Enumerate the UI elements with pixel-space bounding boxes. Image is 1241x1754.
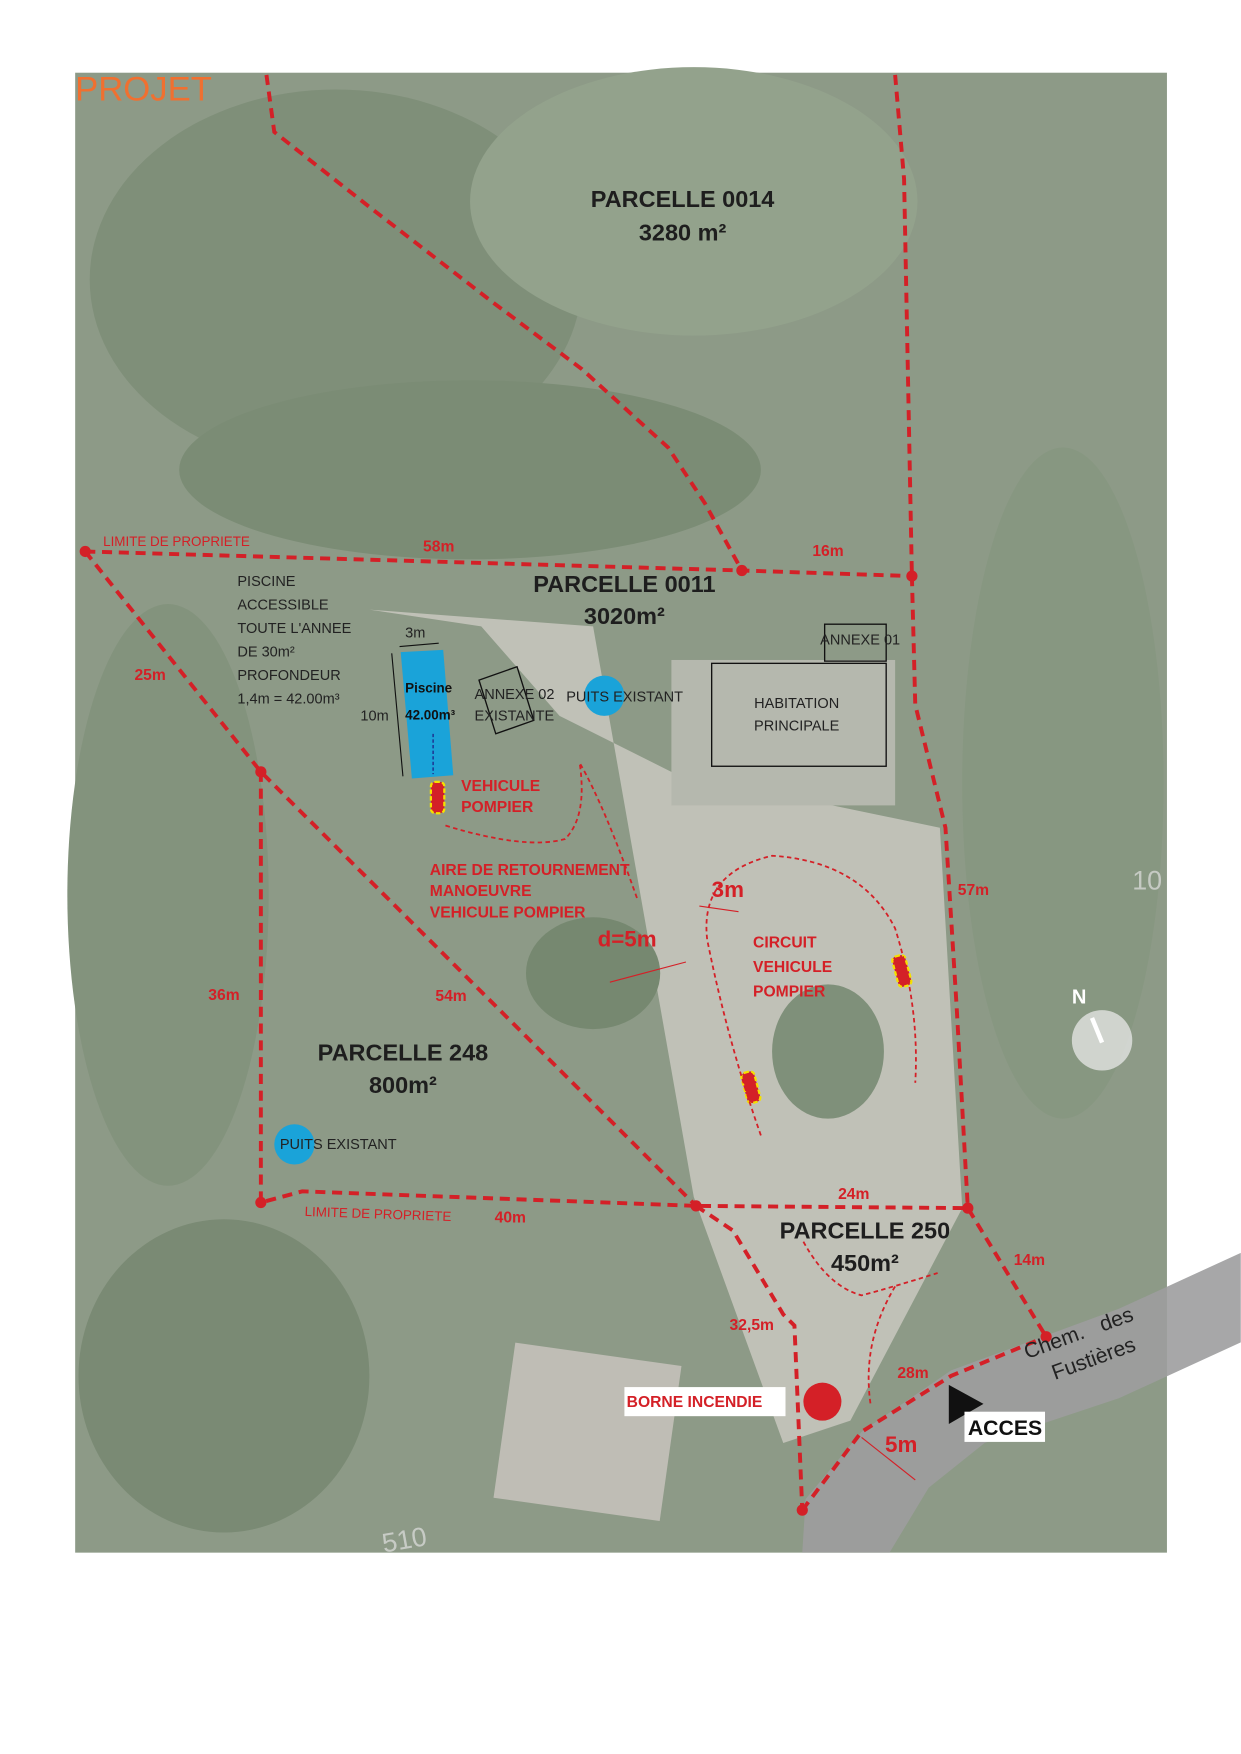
dim-58m: 58m xyxy=(423,538,454,555)
dim-14m: 14m xyxy=(1014,1252,1045,1269)
svg-text:PROFONDEUR: PROFONDEUR xyxy=(237,668,340,684)
pool-volume: 42.00m³ xyxy=(405,707,455,722)
dim-5m-road: 5m xyxy=(885,1432,917,1457)
parcel-0011-name: PARCELLE 0011 xyxy=(533,571,715,597)
habitation-principale xyxy=(710,662,887,767)
map-number: 510 xyxy=(380,1521,429,1558)
pool-length: 10m xyxy=(360,708,388,724)
dim-25m: 25m xyxy=(134,667,165,684)
dim-32-5m: 32,5m xyxy=(730,1317,774,1334)
dim-28m: 28m xyxy=(897,1365,928,1382)
parcel-250-name: PARCELLE 250 xyxy=(780,1217,951,1243)
annexe-02 xyxy=(478,665,535,735)
svg-text:TOUTE L'ANNEE: TOUTE L'ANNEE xyxy=(237,621,351,637)
dim-24m: 24m xyxy=(838,1186,869,1203)
annexe-01 xyxy=(823,623,887,662)
dim-36m: 36m xyxy=(208,987,239,1004)
dim-57m: 57m xyxy=(958,882,989,899)
pool-name: Piscine xyxy=(405,680,452,695)
svg-text:ACCESSIBLE: ACCESSIBLE xyxy=(237,598,329,614)
map-number: 10 xyxy=(1132,865,1162,895)
fire-truck-icon xyxy=(429,780,913,1105)
well-icon xyxy=(274,1124,315,1165)
page-title: PROJET xyxy=(75,71,212,109)
dim-40m: 40m xyxy=(495,1210,526,1227)
access-arrow-icon xyxy=(948,1384,984,1425)
access-label: ACCES xyxy=(968,1416,1042,1440)
parcel-0011-area: 3020m² xyxy=(584,603,665,629)
property-limit-label: LIMITE DE PROPRIETE xyxy=(103,534,250,549)
aerial-background xyxy=(67,67,1167,1553)
svg-text:DE 30m²: DE 30m² xyxy=(237,645,294,661)
svg-text:1,4m = 42.00m³: 1,4m = 42.00m³ xyxy=(237,692,339,708)
well-icon xyxy=(584,675,625,716)
dim-d5m: d=5m xyxy=(598,926,657,951)
parcel-250-area: 450m² xyxy=(831,1250,899,1276)
parcel-0014-area: 3280 m² xyxy=(639,220,727,246)
parcel-0014-name: PARCELLE 0014 xyxy=(591,186,775,212)
well-label: PUITS EXISTANT xyxy=(566,689,683,705)
dim-3m-circuit: 3m xyxy=(712,877,744,902)
pool-width: 3m xyxy=(405,626,425,642)
svg-text:PISCINE: PISCINE xyxy=(237,574,295,590)
pool-note: PISCINE ACCESSIBLE TOUTE L'ANNEE DE 30m²… xyxy=(237,574,351,707)
annexe-01-label: ANNEXE 01 xyxy=(820,632,900,648)
parcel-248-area: 800m² xyxy=(369,1072,437,1098)
property-boundaries xyxy=(79,74,1052,1516)
pool xyxy=(400,649,454,779)
property-limit-label: LIMITE DE PROPRIETE xyxy=(304,1204,451,1224)
north-label: N xyxy=(1072,986,1087,1008)
vehicle-paths xyxy=(445,762,938,1481)
dim-54m: 54m xyxy=(435,988,466,1005)
fire-hydrant-icon xyxy=(803,1382,842,1421)
fire-hydrant-label: BORNE INCENDIE xyxy=(627,1394,763,1411)
well-label: PUITS EXISTANT xyxy=(280,1137,397,1153)
dim-16m: 16m xyxy=(812,543,843,560)
parcel-248-name: PARCELLE 248 xyxy=(318,1039,489,1065)
